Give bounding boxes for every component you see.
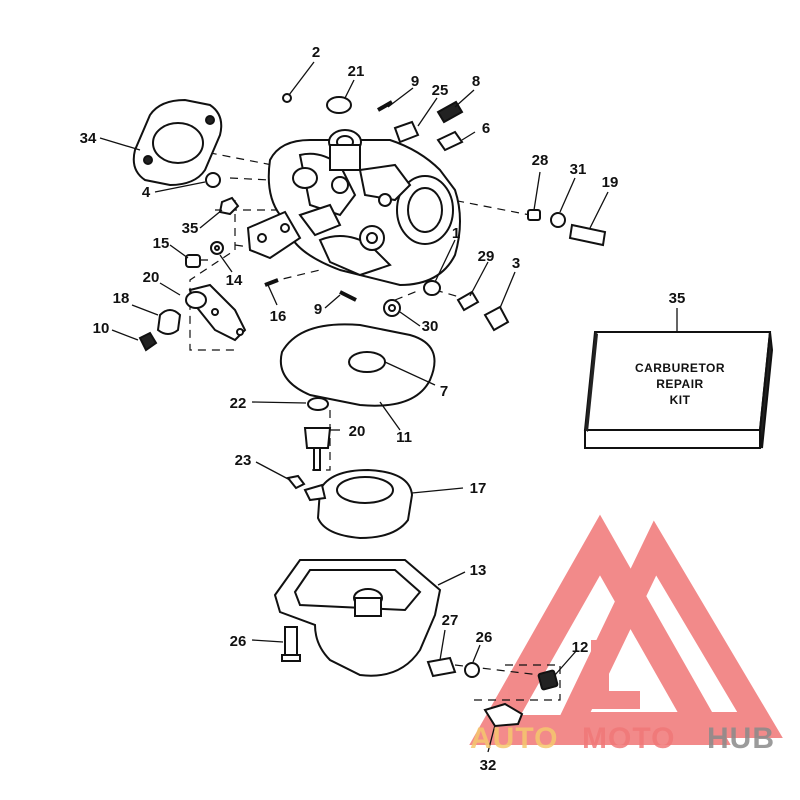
small-parts xyxy=(138,93,607,352)
callout-label: 10 xyxy=(93,320,110,337)
svg-text:REPAIR: REPAIR xyxy=(656,377,703,391)
callout-label: 19 xyxy=(602,174,619,191)
repair-kit-label: CARBURETOR REPAIR KIT xyxy=(635,361,725,407)
callout-label: 35 xyxy=(182,220,199,237)
svg-text:CARBURETOR: CARBURETOR xyxy=(635,361,725,375)
carburetor-body xyxy=(267,129,461,287)
callout-label: 1 xyxy=(452,225,460,242)
callout-label: 35 xyxy=(669,290,686,307)
throttle-lever xyxy=(246,210,302,260)
repair-kit-box xyxy=(583,331,774,449)
callout-label: 29 xyxy=(478,248,495,265)
flange-gasket xyxy=(132,98,223,187)
callout-label: 30 xyxy=(422,318,439,335)
float-needle xyxy=(286,397,332,490)
callout-label: 11 xyxy=(396,429,412,446)
bottom-screws xyxy=(281,626,559,728)
callout-label: 28 xyxy=(532,152,549,169)
svg-text:KIT: KIT xyxy=(670,393,691,407)
callout-label: 2 xyxy=(312,44,320,61)
callout-label: 20 xyxy=(143,269,160,286)
callout-label: 14 xyxy=(226,272,243,289)
callout-label: 7 xyxy=(440,383,448,400)
callout-label: 17 xyxy=(470,480,487,497)
callout-label: 31 xyxy=(570,161,587,178)
callout-label: 25 xyxy=(432,82,449,99)
callout-label: 15 xyxy=(153,235,170,252)
watermark-hub: HUB xyxy=(707,722,775,755)
callout-label: 26 xyxy=(230,633,247,650)
callout-label: 12 xyxy=(572,639,589,656)
callout-label: 34 xyxy=(80,130,97,147)
watermark-logo xyxy=(469,514,783,745)
callout-label: 20 xyxy=(349,423,366,440)
bowl-gasket xyxy=(279,323,436,407)
callout-label: 3 xyxy=(512,255,520,272)
callout-labels: 2 21 9 8 25 6 34 4 28 31 19 35 15 14 1 2… xyxy=(80,44,686,774)
callout-label: 32 xyxy=(480,757,497,774)
watermark-text: AUTO MOTO HUB xyxy=(470,722,775,755)
callout-label: 9 xyxy=(314,301,322,318)
watermark-moto: MOTO xyxy=(582,722,675,755)
float xyxy=(303,468,414,540)
callout-label: 8 xyxy=(472,73,480,90)
float-bowl xyxy=(273,559,442,677)
callout-label: 26 xyxy=(476,629,493,646)
leader-lines xyxy=(99,61,678,753)
callout-label: 21 xyxy=(348,63,365,80)
callout-label: 6 xyxy=(482,120,490,137)
callout-label: 18 xyxy=(113,290,130,307)
callout-label: 22 xyxy=(230,395,247,412)
callout-label: 16 xyxy=(270,308,287,325)
watermark-auto: AUTO xyxy=(470,722,558,755)
callout-label: 27 xyxy=(442,612,459,629)
callout-label: 23 xyxy=(235,452,252,469)
callout-label: 13 xyxy=(470,562,487,579)
callout-label: 4 xyxy=(142,184,151,201)
callout-label: 9 xyxy=(411,73,419,90)
